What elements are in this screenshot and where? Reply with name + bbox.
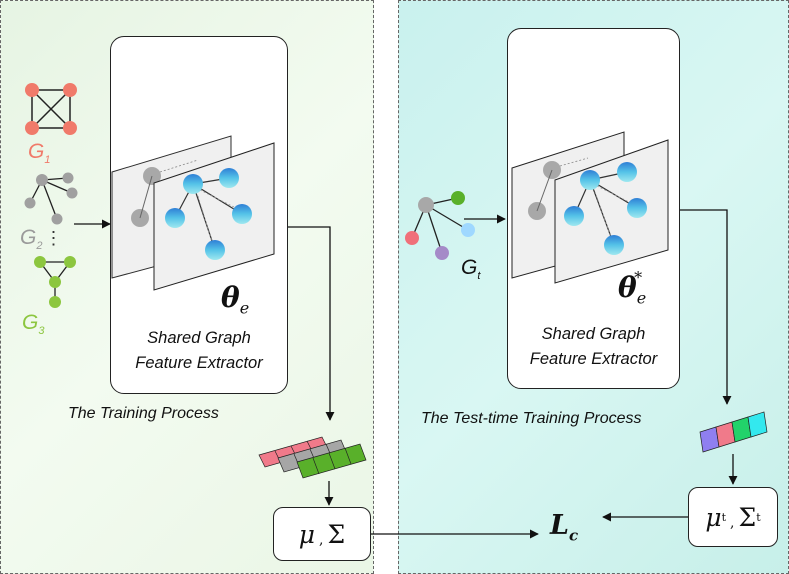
- feature-strip-test: [699, 411, 768, 453]
- graph-g2-label: G2⋮: [20, 226, 63, 253]
- extractor-label-line2: Feature Extractor: [529, 350, 658, 368]
- extractor-label-line1: Shared Graph: [541, 325, 646, 343]
- consistency-loss-label: Lc: [550, 510, 579, 545]
- graph-g3-label: G3: [22, 311, 45, 338]
- graph-gt-label: Gt: [461, 256, 481, 283]
- extractor-layers-right: [511, 131, 669, 284]
- theta-e-label: θe: [221, 281, 250, 318]
- theta-e-star-label: θe*: [618, 267, 647, 308]
- test-time-training-caption: The Test-time Training Process: [421, 410, 642, 427]
- graph-g2-icon: [24, 172, 78, 225]
- training-process-caption: The Training Process: [68, 405, 219, 422]
- extractor-output-arrow-right: [680, 209, 732, 405]
- training-stats-box: μ,Σ: [273, 507, 371, 561]
- graph-g1-label: G1: [28, 140, 51, 167]
- feature-stack-green: [296, 443, 367, 479]
- extractor-layers-left: [111, 135, 275, 291]
- graph-g3-icon: [34, 256, 76, 308]
- extractor-label-line1: Shared Graph: [147, 329, 251, 347]
- extractor-output-arrow-left: [288, 226, 335, 421]
- graph-g1-icon: [25, 83, 77, 135]
- extractor-label-line2: Feature Extractor: [135, 354, 263, 372]
- graph-gt-icon: [405, 191, 475, 260]
